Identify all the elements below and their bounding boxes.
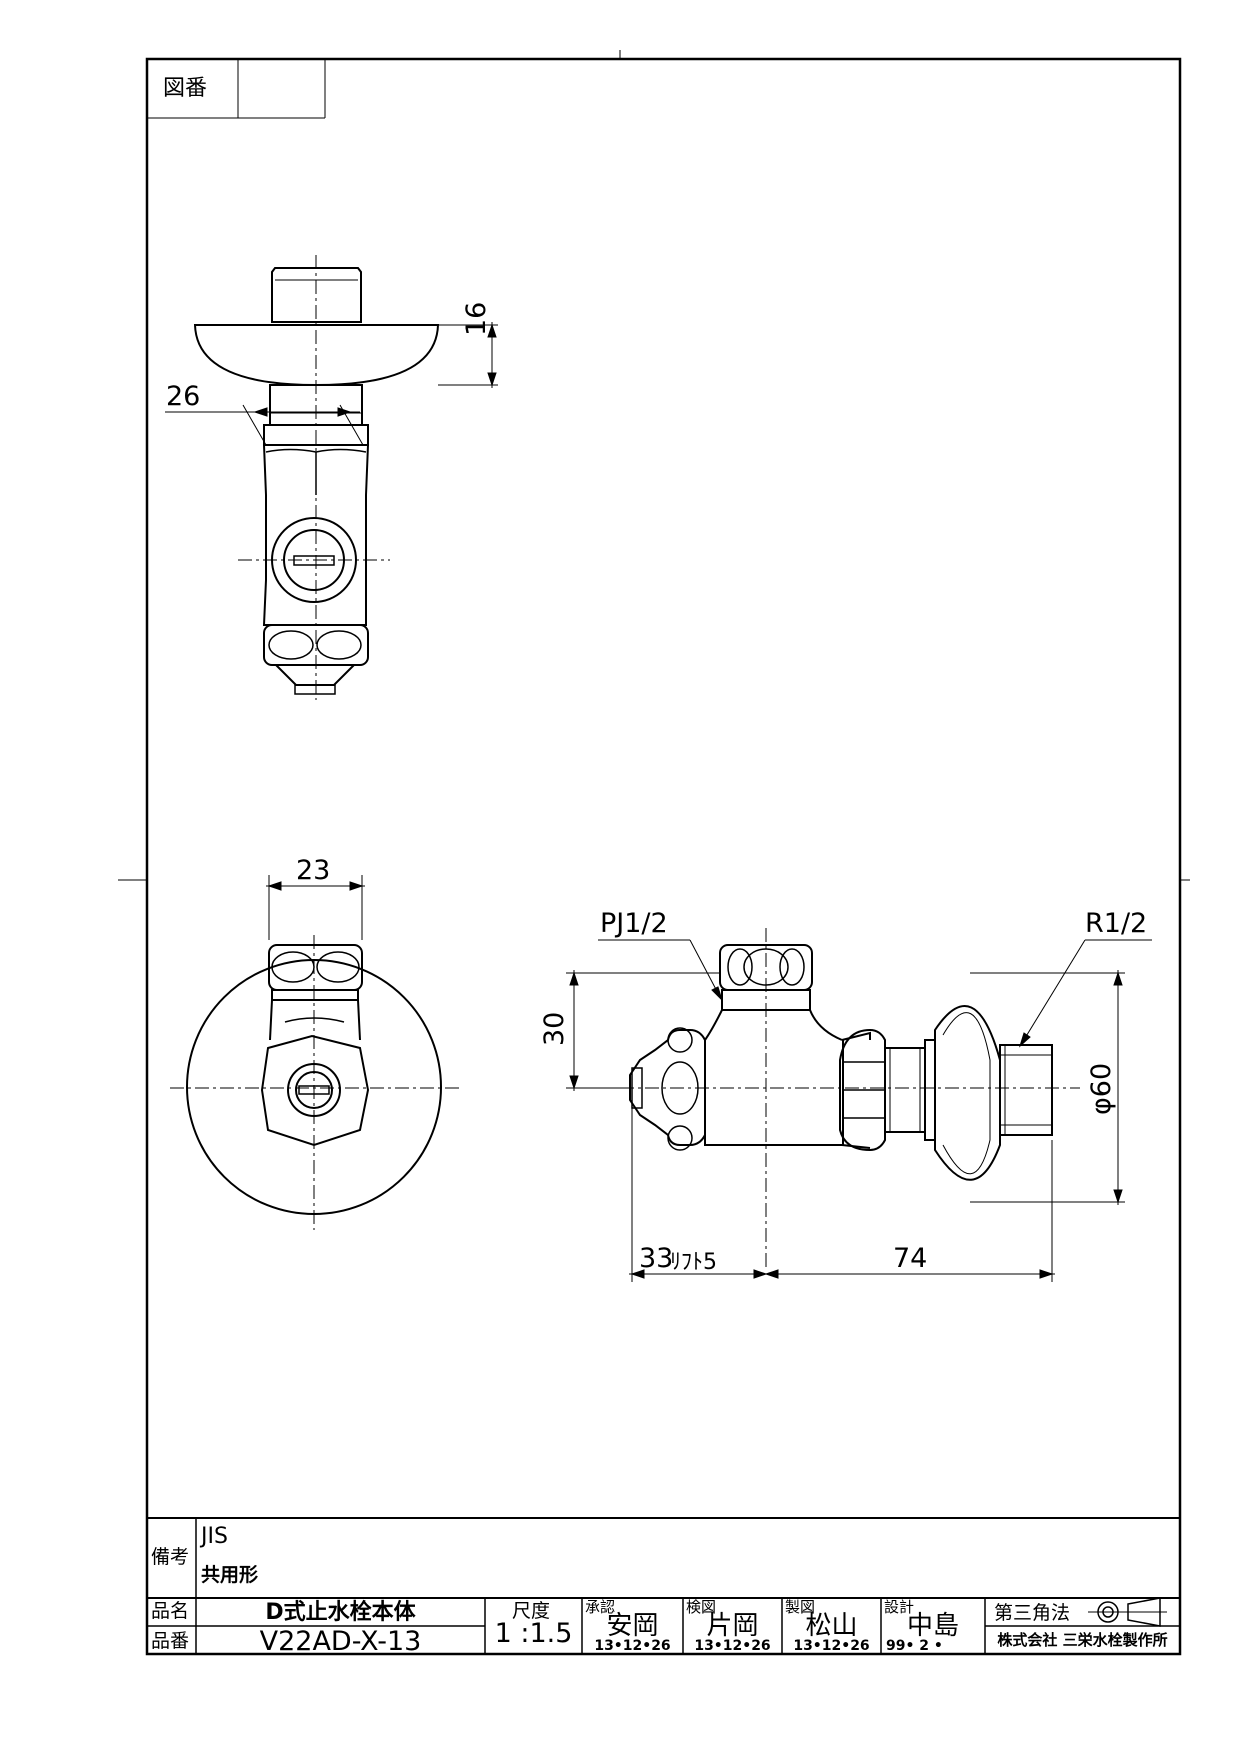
side-view [566, 928, 1152, 1282]
dim-phi60-label: φ60 [1086, 1062, 1117, 1115]
company-name: 株式会社 三栄水栓製作所 [997, 1631, 1168, 1649]
projection-label: 第三角法 [994, 1602, 1071, 1624]
design-name: 中島 [906, 1611, 959, 1641]
approved-name: 安岡 [606, 1611, 659, 1641]
product-name-value: D式止水栓本体 [265, 1600, 416, 1625]
dim-74-label: 74 [893, 1243, 928, 1274]
approved-label: 承認 [585, 1598, 616, 1616]
scale-value: 1 :1.5 [494, 1618, 573, 1649]
drawing-number-label: 図番 [163, 76, 208, 101]
dim-33-label: 33 [639, 1243, 674, 1274]
product-number-value: V22AD-X-13 [259, 1626, 422, 1657]
front-view [170, 875, 460, 1230]
dim-r-label: R1/2 [1085, 908, 1148, 939]
drawn-date: 13•12•26 [793, 1638, 870, 1654]
remarks-line2: 共用形 [201, 1564, 259, 1586]
product-number-label: 品番 [151, 1630, 190, 1652]
dim-30-label: 30 [539, 1011, 570, 1046]
dim-16-label: 16 [461, 301, 492, 336]
checked-label: 検図 [686, 1598, 717, 1616]
remarks-line1: JIS [201, 1524, 228, 1549]
dim-pj-label: PJ1/2 [600, 908, 668, 939]
approved-date: 13•12•26 [594, 1638, 671, 1654]
drawn-label: 製図 [785, 1598, 816, 1616]
checked-name: 片岡 [706, 1611, 759, 1641]
checked-date: 13•12•26 [694, 1638, 771, 1654]
remarks-label: 備考 [151, 1546, 190, 1568]
scale-label: 尺度 [512, 1600, 551, 1622]
drawn-name: 松山 [805, 1611, 858, 1641]
design-date: 99• 2 • [886, 1638, 943, 1654]
dim-23-label: 23 [296, 855, 331, 886]
title-block-grid [147, 1517, 1180, 1654]
dim-lift-label: ﾘﾌﾄ5 [670, 1250, 717, 1275]
frame-border [145, 57, 1182, 1656]
dim-26-label: 26 [166, 381, 201, 412]
third-angle-projection-symbol [1088, 1597, 1167, 1627]
design-label: 設計 [884, 1598, 915, 1616]
top-view [165, 255, 498, 700]
product-name-label: 品名 [151, 1600, 190, 1622]
